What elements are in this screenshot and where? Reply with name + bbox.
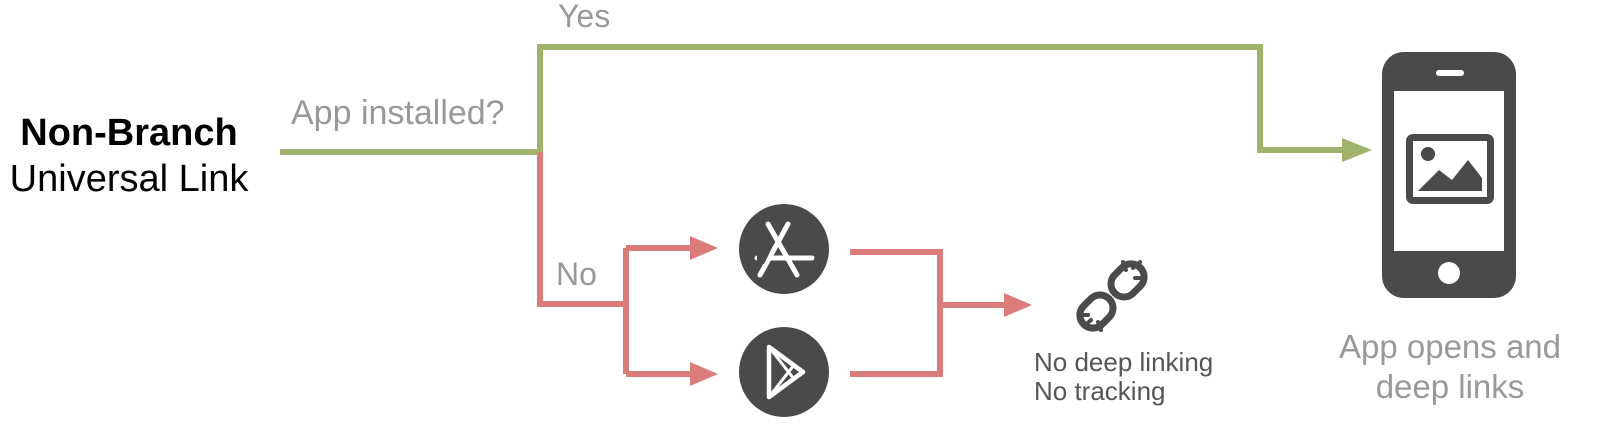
- yes-path: [280, 44, 1342, 155]
- yes-branch-label: Yes: [558, 0, 611, 34]
- yes-path-line: [280, 44, 1342, 155]
- fail-result-line-2: No tracking: [1034, 376, 1166, 406]
- success-result-line-1: App opens and: [1338, 328, 1562, 365]
- appstore-arrowhead: [690, 236, 718, 260]
- decision-question-label: App installed?: [291, 94, 505, 132]
- broken-link-arrowhead: [1004, 293, 1032, 317]
- no-path-from-appstore: [850, 249, 943, 377]
- app-store-icon: [739, 204, 829, 294]
- no-path: [537, 152, 1004, 377]
- smartphone-icon: [1382, 52, 1516, 298]
- google-play-icon: [739, 327, 829, 417]
- fail-result-line-1: No deep linking: [1034, 347, 1214, 377]
- success-result-line-2: deep links: [1375, 368, 1525, 405]
- title-subtitle: Universal Link: [9, 158, 249, 200]
- title-bold: Non-Branch: [20, 112, 238, 154]
- playstore-arrowhead: [690, 362, 718, 386]
- yes-arrowhead: [1342, 138, 1372, 162]
- broken-link-icon: [1076, 260, 1148, 332]
- no-path-drop: [537, 152, 626, 307]
- image-icon: [1406, 134, 1494, 204]
- no-branch-label: No: [556, 256, 597, 292]
